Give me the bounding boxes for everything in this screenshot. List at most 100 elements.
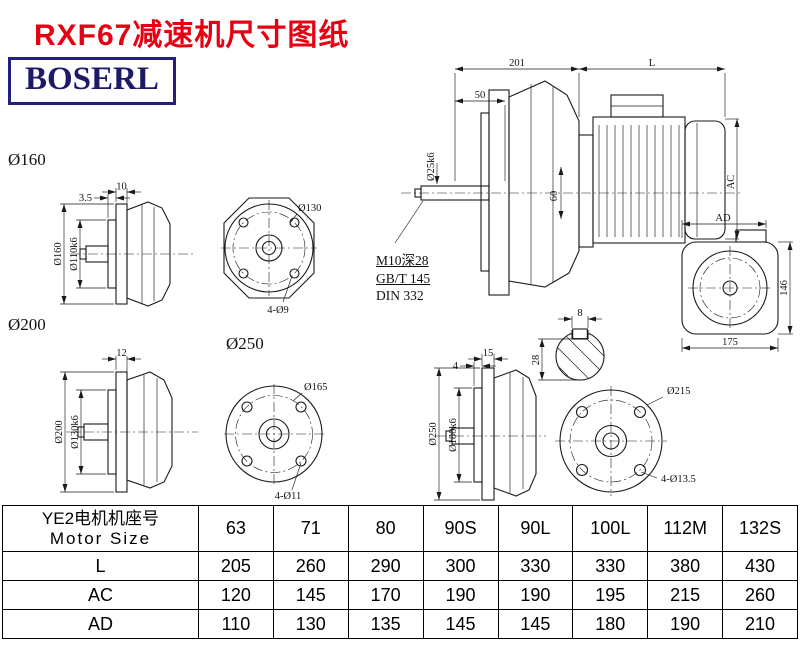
table-cell: 260 — [272, 551, 349, 581]
dim-label-holes-13-5: 4-Ø13.5 — [661, 474, 696, 485]
table-cell: 145 — [497, 609, 574, 639]
dim-label-flange-250: Ø250 — [428, 422, 439, 445]
table-cell: 130 — [272, 609, 349, 639]
note-gb-standard: GB/T 145 — [376, 270, 431, 286]
label-flange-160: Ø160 — [8, 150, 46, 169]
geometry — [223, 197, 315, 299]
thread-notes: M10深28 GB/T 145 DIN 332 — [376, 252, 430, 305]
table-cell: 190 — [497, 580, 574, 610]
view-key-section: 8 28 — [531, 308, 605, 381]
leader-lines — [291, 392, 303, 491]
dim-label-201: 201 — [509, 58, 525, 69]
table-cell: 330 — [497, 551, 574, 581]
table-cell: 260 — [722, 580, 798, 610]
table-cell-size: 80 — [347, 505, 424, 552]
view-motor-end: AD 146 175 — [681, 213, 793, 352]
note-thread: M10深28 — [376, 253, 429, 268]
label-flange-250: Ø250 — [226, 334, 264, 353]
dim-label-AC: AC — [726, 175, 737, 190]
dimension-table: YE2电机机座号 Motor Size 63 71 80 90S 90L 100… — [2, 505, 798, 639]
view-front-160: Ø130 4-Ø9 — [221, 197, 321, 316]
table-cell: 135 — [347, 609, 424, 639]
dim-label-spigot-180: Ø180k6 — [448, 418, 459, 452]
table-cell: 380 — [647, 551, 724, 581]
geometry — [79, 201, 171, 307]
dim-label-AD: AD — [715, 213, 731, 224]
note-din-standard: DIN 332 — [376, 288, 424, 304]
table-cell: 190 — [647, 609, 724, 639]
detail-lines — [530, 84, 698, 284]
dim-label-15: 15 — [483, 348, 494, 359]
table-cell: 215 — [647, 580, 724, 610]
dim-label-146: 146 — [779, 280, 790, 296]
dim-label-130: Ø130 — [298, 203, 321, 214]
table-header-cn: YE2电机机座号 — [41, 509, 160, 529]
boserl-logo: BOSERL — [8, 57, 176, 105]
table-cell: 110 — [198, 609, 274, 639]
table-row-L: L 205 260 290 300 330 330 380 430 — [2, 551, 798, 581]
dim-label-spigot-130: Ø130k6 — [70, 415, 81, 449]
logo-text: BOSERL — [25, 61, 159, 97]
table-cell: 145 — [422, 609, 499, 639]
table-cell: 145 — [272, 580, 349, 610]
dim-label-165: Ø165 — [304, 382, 327, 393]
leader-lines — [640, 396, 664, 479]
dim-label-50: 50 — [475, 90, 486, 101]
view-front-200: Ø165 4-Ø11 — [224, 382, 327, 502]
dimension-lines — [681, 220, 793, 352]
dimension-lines — [60, 356, 158, 493]
table-cell-size: 63 — [198, 505, 274, 552]
dimension-lines — [394, 66, 740, 244]
table-cell-size: 132S — [722, 505, 798, 552]
dim-label-flange-200: Ø200 — [54, 420, 65, 443]
view-assembly: 201 L 50 Ø25k6 60 AC — [394, 58, 741, 296]
table-row-label: L — [2, 551, 199, 581]
page-title: RXF67减速机尺寸图纸 — [34, 19, 350, 52]
geometry — [77, 371, 173, 493]
keyway — [571, 328, 589, 340]
table-header-row: YE2电机机座号 Motor Size 63 71 80 90S 90L 100… — [2, 505, 798, 552]
table-cell: 430 — [722, 551, 798, 581]
geometry — [414, 80, 726, 296]
dim-label-10: 10 — [116, 182, 127, 193]
geometry — [681, 229, 779, 335]
geometry — [225, 385, 323, 483]
view-side-250: 15 4 Ø250 Ø180k6 — [428, 348, 546, 501]
table-cell: 205 — [198, 551, 274, 581]
geometry — [559, 389, 663, 493]
table-row-label: AC — [2, 580, 199, 610]
table-header-motor-size: YE2电机机座号 Motor Size — [2, 505, 199, 552]
center-lines — [555, 386, 667, 496]
dim-label-175: 175 — [722, 337, 738, 348]
table-cell-size: 90L — [497, 505, 574, 552]
leader-lines — [282, 213, 298, 303]
dimension-lines — [60, 188, 155, 305]
dimension-lines — [538, 316, 602, 381]
dim-label-holes-9: 4-Ø9 — [267, 305, 289, 316]
view-side-200: 12 Ø200 Ø130k6 — [54, 348, 198, 493]
table-header-en: Motor Size — [49, 529, 152, 549]
dim-label-12: 12 — [116, 348, 127, 359]
table-row-AC: AC 120 145 170 190 190 195 215 260 — [2, 580, 798, 610]
center-lines — [688, 246, 772, 330]
table-cell: 300 — [422, 551, 499, 581]
dim-label-holes-11: 4-Ø11 — [275, 491, 301, 502]
table-cell: 195 — [572, 580, 649, 610]
center-lines — [221, 200, 317, 296]
dim-label-28: 28 — [531, 355, 542, 366]
table-cell: 170 — [347, 580, 424, 610]
table-cell-size: 71 — [272, 505, 349, 552]
dim-label-215: Ø215 — [667, 386, 690, 397]
view-front-250: Ø215 4-Ø13.5 — [555, 386, 696, 496]
dim-label-spigot-110: Ø110k6 — [69, 237, 80, 270]
table-cell-size: 90S — [422, 505, 499, 552]
table-cell-size: 100L — [572, 505, 649, 552]
dim-label-4: 4 — [453, 361, 459, 372]
table-cell-size: 112M — [647, 505, 724, 552]
dim-label-3-5: 3.5 — [79, 193, 92, 204]
label-flange-200: Ø200 — [8, 315, 46, 334]
view-side-160: 10 3.5 Ø160 Ø110k6 — [53, 182, 196, 307]
dim-label-flange-160: Ø160 — [53, 242, 64, 265]
dim-label-shaft-25k6: Ø25k6 — [426, 152, 437, 181]
